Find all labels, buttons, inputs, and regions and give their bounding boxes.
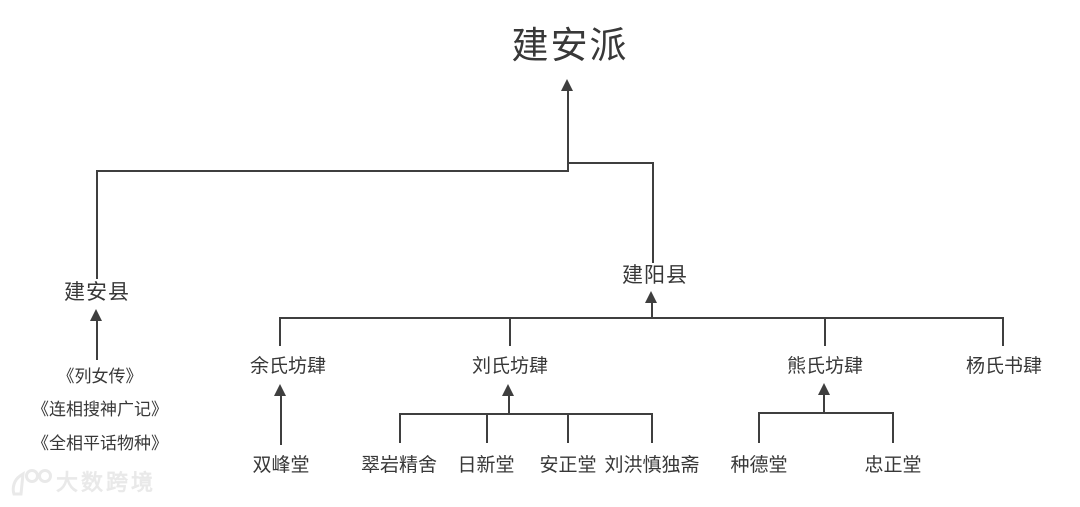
connector-bus-to-jianyang	[651, 303, 653, 319]
connector-right-branch-h	[567, 162, 654, 164]
connector-drop-rixin	[486, 413, 488, 443]
node-book-lianxiangsoushen: 《连相搜神广记》	[32, 400, 168, 419]
connector-liu-arrow-stem	[508, 396, 510, 415]
connector-right-branch-v	[652, 162, 654, 263]
connector-drop-zhongde	[758, 412, 760, 443]
arrow-up-to-jiananpai-icon	[561, 79, 573, 91]
node-book-lienvzhuan: 《列女传》	[57, 367, 143, 386]
arrow-up-to-yushi-icon	[274, 384, 286, 396]
node-hall-cuiyan: 翠岩精舍	[360, 455, 438, 476]
connector-drop-liushi	[509, 317, 511, 346]
connector-drop-yushi	[279, 317, 281, 346]
connector-xiong-arrow-stem	[823, 395, 825, 414]
node-workshop-yushi: 余氏坊肆	[249, 356, 327, 377]
connector-root-stem	[567, 91, 569, 172]
node-workshop-liushi: 刘氏坊肆	[471, 356, 549, 377]
node-book-quanxiangpinghua: 《全相平话物种》	[32, 434, 168, 453]
connector-drop-zhongzheng	[892, 412, 894, 443]
node-hall-shuangfeng: 双峰堂	[252, 455, 310, 476]
watermark-brand-text: 大数跨境	[56, 470, 157, 495]
watermark: 大数跨境	[8, 468, 156, 498]
node-jianyang-county: 建阳县	[622, 264, 688, 287]
arrow-up-to-liushi-icon	[502, 384, 514, 396]
arrow-up-to-jianan-icon	[90, 309, 102, 321]
connector-drop-yangshi	[1002, 317, 1004, 346]
watermark-100-logo-icon	[11, 469, 52, 496]
connector-left-branch-h	[96, 170, 569, 172]
connector-liu-bus	[399, 413, 653, 415]
arrow-up-to-xiongshi-icon	[818, 383, 830, 395]
connector-books-to-jianan	[96, 321, 98, 360]
arrow-up-to-jianyang-icon	[645, 291, 657, 303]
node-workshop-yangshi: 杨氏书肆	[965, 356, 1043, 377]
node-hall-zhongzheng: 忠正堂	[864, 455, 922, 476]
node-jianan-county: 建安县	[64, 281, 130, 304]
node-hall-liuhong: 刘洪慎独斋	[604, 455, 700, 476]
connector-drop-cuiyan	[399, 413, 401, 443]
connector-xiong-bus	[758, 412, 894, 414]
connector-drop-anzheng	[567, 413, 569, 443]
connector-drop-xiongshi	[824, 317, 826, 346]
node-workshop-xiongshi: 熊氏坊肆	[786, 356, 864, 377]
node-hall-zhongde: 种德堂	[730, 455, 788, 476]
connector-workshop-bus	[279, 317, 1004, 319]
connector-shuangfeng-to-yushi	[280, 396, 282, 445]
node-hall-rixin: 日新堂	[457, 455, 515, 476]
node-jiananpai: 建安派	[511, 25, 629, 66]
node-hall-anzheng: 安正堂	[539, 455, 597, 476]
connector-drop-liuhong	[651, 413, 653, 443]
connector-left-branch-v	[96, 170, 98, 279]
